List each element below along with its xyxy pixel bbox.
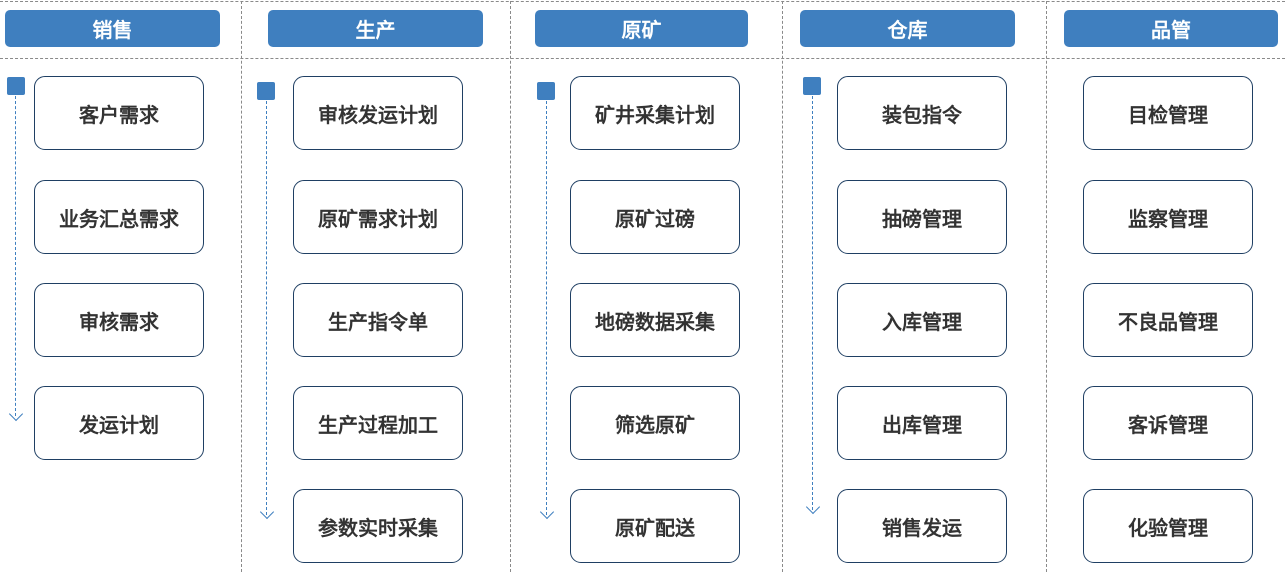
flow-arrow-icon: [8, 406, 24, 422]
step-box: 业务汇总需求: [34, 180, 204, 254]
step-box: 发运计划: [34, 386, 204, 460]
step-box: 销售发运: [837, 489, 1007, 563]
step-box: 原矿需求计划: [293, 180, 463, 254]
flow-start-marker: [7, 77, 25, 95]
step-box: 客诉管理: [1083, 386, 1253, 460]
step-box: 客户需求: [34, 76, 204, 150]
top-dashed-border: [0, 1, 1285, 2]
column-header-sales: 销售: [5, 10, 220, 47]
column-header-warehouse: 仓库: [800, 10, 1015, 47]
step-box: 监察管理: [1083, 180, 1253, 254]
step-box: 不良品管理: [1083, 283, 1253, 357]
step-box: 审核发运计划: [293, 76, 463, 150]
step-box: 地磅数据采集: [570, 283, 740, 357]
column-separator: [241, 1, 242, 572]
step-box: 装包指令: [837, 76, 1007, 150]
flow-line: [15, 96, 16, 416]
flow-arrow-icon: [259, 504, 275, 520]
flow-line: [266, 101, 267, 515]
step-box: 生产指令单: [293, 283, 463, 357]
step-box: 入库管理: [837, 283, 1007, 357]
column-header-production: 生产: [268, 10, 483, 47]
column-separator: [510, 1, 511, 572]
step-box: 生产过程加工: [293, 386, 463, 460]
flow-start-marker: [257, 82, 275, 100]
column-separator: [1046, 1, 1047, 572]
header-dashed-divider: [0, 58, 1285, 59]
step-box: 原矿配送: [570, 489, 740, 563]
step-box: 参数实时采集: [293, 489, 463, 563]
column-header-raw-ore: 原矿: [535, 10, 748, 47]
step-box: 抽磅管理: [837, 180, 1007, 254]
step-box: 目检管理: [1083, 76, 1253, 150]
step-box: 原矿过磅: [570, 180, 740, 254]
flow-line: [546, 101, 547, 515]
step-box: 化验管理: [1083, 489, 1253, 563]
column-header-quality: 品管: [1064, 10, 1278, 47]
flow-start-marker: [537, 82, 555, 100]
column-separator: [782, 1, 783, 572]
flow-start-marker: [803, 77, 821, 95]
step-box: 筛选原矿: [570, 386, 740, 460]
step-box: 审核需求: [34, 283, 204, 357]
step-box: 矿井采集计划: [570, 76, 740, 150]
step-box: 出库管理: [837, 386, 1007, 460]
flow-arrow-icon: [805, 499, 821, 515]
flow-arrow-icon: [539, 504, 555, 520]
flow-line: [812, 96, 813, 510]
